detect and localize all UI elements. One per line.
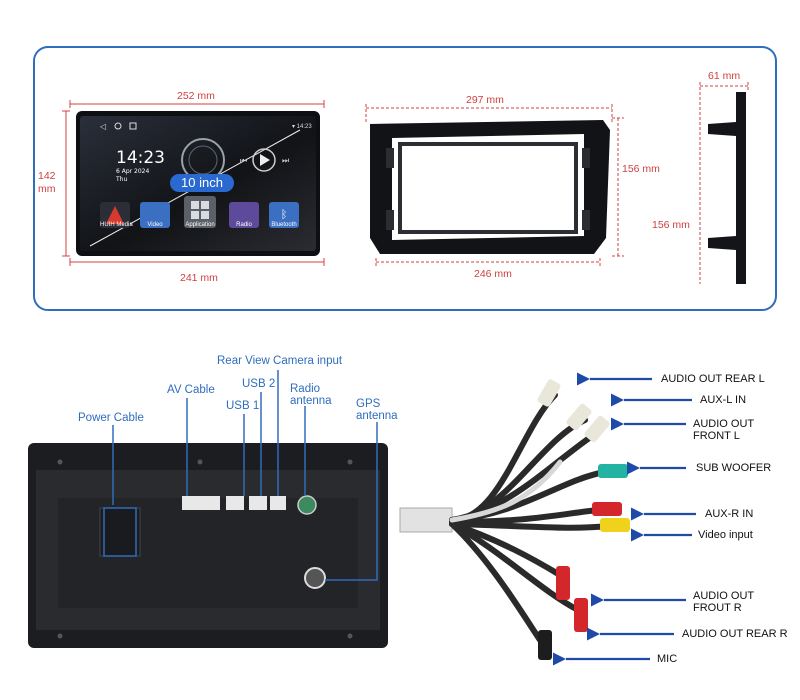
app-label-bluetooth: Bluetooth [271,222,297,228]
svg-text:▾ 14:23: ▾ 14:23 [292,124,312,130]
frame-height-label: 156 mm [622,163,660,175]
label-av-cable: AV Cable [167,384,215,396]
label-aux-r-in: AUX-R IN [705,508,754,520]
label-audio-out-rear-r: AUDIO OUT REAR R [682,628,788,640]
app-label-application: Application [185,222,215,228]
label-audio-out-rear-l: AUDIO OUT REAR L [661,373,765,385]
screen-bottom-width-label: 241 mm [180,272,218,284]
screen-height-label: 142 mm [38,170,56,195]
frame-bottom-width-label: 246 mm [474,268,512,280]
usb1-connector [226,496,244,510]
label-sub-woofer: SUB WOOFER [696,462,772,474]
screen-size-badge: 10 inch [170,174,234,192]
svg-text:ᛒ: ᛒ [281,209,288,221]
dimension-panel-frame [33,46,777,311]
clock-time: 14:23 [116,148,165,168]
frame-dimension-lines [365,104,624,266]
frame-side-profile [708,92,746,284]
label-video-input: Video input [698,529,753,541]
screen-dimension-lines [62,100,325,266]
av-cable-connector [182,496,220,510]
svg-text:◁: ◁ [99,122,106,131]
app-tile-bluetooth [269,202,299,228]
label-audio-out-front-l: AUDIO OUT FRONT L [693,418,755,442]
back-panel-callouts [103,370,378,581]
app-label-video: Video [147,222,163,228]
label-usb2: USB 2 [242,378,276,390]
wiring-harness [399,392,611,643]
head-unit-back-panel [28,443,388,648]
label-gps-antenna: GPS antenna [356,398,398,422]
frame-width-label: 297 mm [466,94,504,106]
app-tile-video [140,202,170,228]
side-depth-label: 61 mm [708,70,741,82]
radio-antenna-port [297,495,317,515]
play-icon [252,148,276,172]
mounting-frame [370,120,610,254]
next-icon: ⏭ [282,156,289,165]
label-mic: MIC [657,653,678,665]
side-height-label: 156 mm [652,219,690,231]
label-radio-antenna: Radio antenna [290,383,332,407]
app-label-radio: Radio [236,222,252,228]
label-usb1: USB 1 [226,400,260,412]
rca-plugs [537,379,630,660]
prev-icon: ⏮ [240,156,247,165]
label-rear-camera: Rear View Camera input [217,355,343,367]
clock-day: Thu [116,176,128,183]
label-power-cable: Power Cable [78,412,144,424]
screen-width-label: 252 mm [177,90,215,102]
harness-arrows [552,372,696,666]
label-audio-out-front-r: AUDIO OUT FROUT R [693,590,755,614]
gps-antenna-port [304,567,326,589]
label-aux-l-in: AUX-L IN [700,394,747,406]
app-label-media: HUIH Media [100,222,133,228]
side-dimension-lines [699,82,749,284]
camera-connector [270,496,286,510]
clock-date: 6 Apr 2024 [116,168,150,175]
usb2-connector [249,496,267,510]
app-tile-radio [229,202,259,228]
